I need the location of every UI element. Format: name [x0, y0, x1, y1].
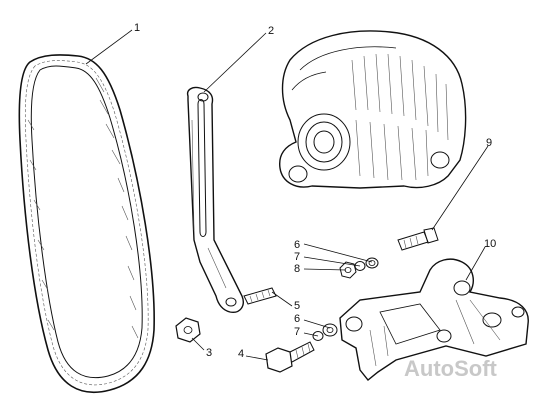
callout-7-lower: 7 [294, 326, 300, 338]
nut [175, 317, 201, 343]
stud-bolt [397, 227, 439, 251]
hex-bolt [265, 341, 315, 373]
leader-lines [85, 29, 489, 361]
callout-9: 9 [486, 137, 492, 149]
adjusting-strap [186, 86, 244, 313]
mounting-bracket [339, 258, 529, 381]
callout-6-lower: 6 [294, 313, 300, 325]
watermark-text: AutoSoft [404, 356, 498, 381]
callout-7-upper: 7 [294, 251, 300, 263]
drive-belt [18, 54, 155, 394]
callout-4: 4 [238, 348, 244, 360]
callout-8-upper: 8 [294, 263, 300, 275]
callout-5-lower: 5 [294, 300, 300, 312]
callout-6-upper: 6 [294, 239, 300, 251]
callout-1: 1 [134, 22, 140, 34]
callout-10: 10 [484, 238, 496, 250]
lower-fastener-stack [243, 287, 338, 341]
upper-fastener-stack [339, 257, 379, 279]
callout-3: 3 [206, 347, 212, 359]
alternator [279, 30, 467, 189]
callout-2: 2 [268, 25, 274, 37]
